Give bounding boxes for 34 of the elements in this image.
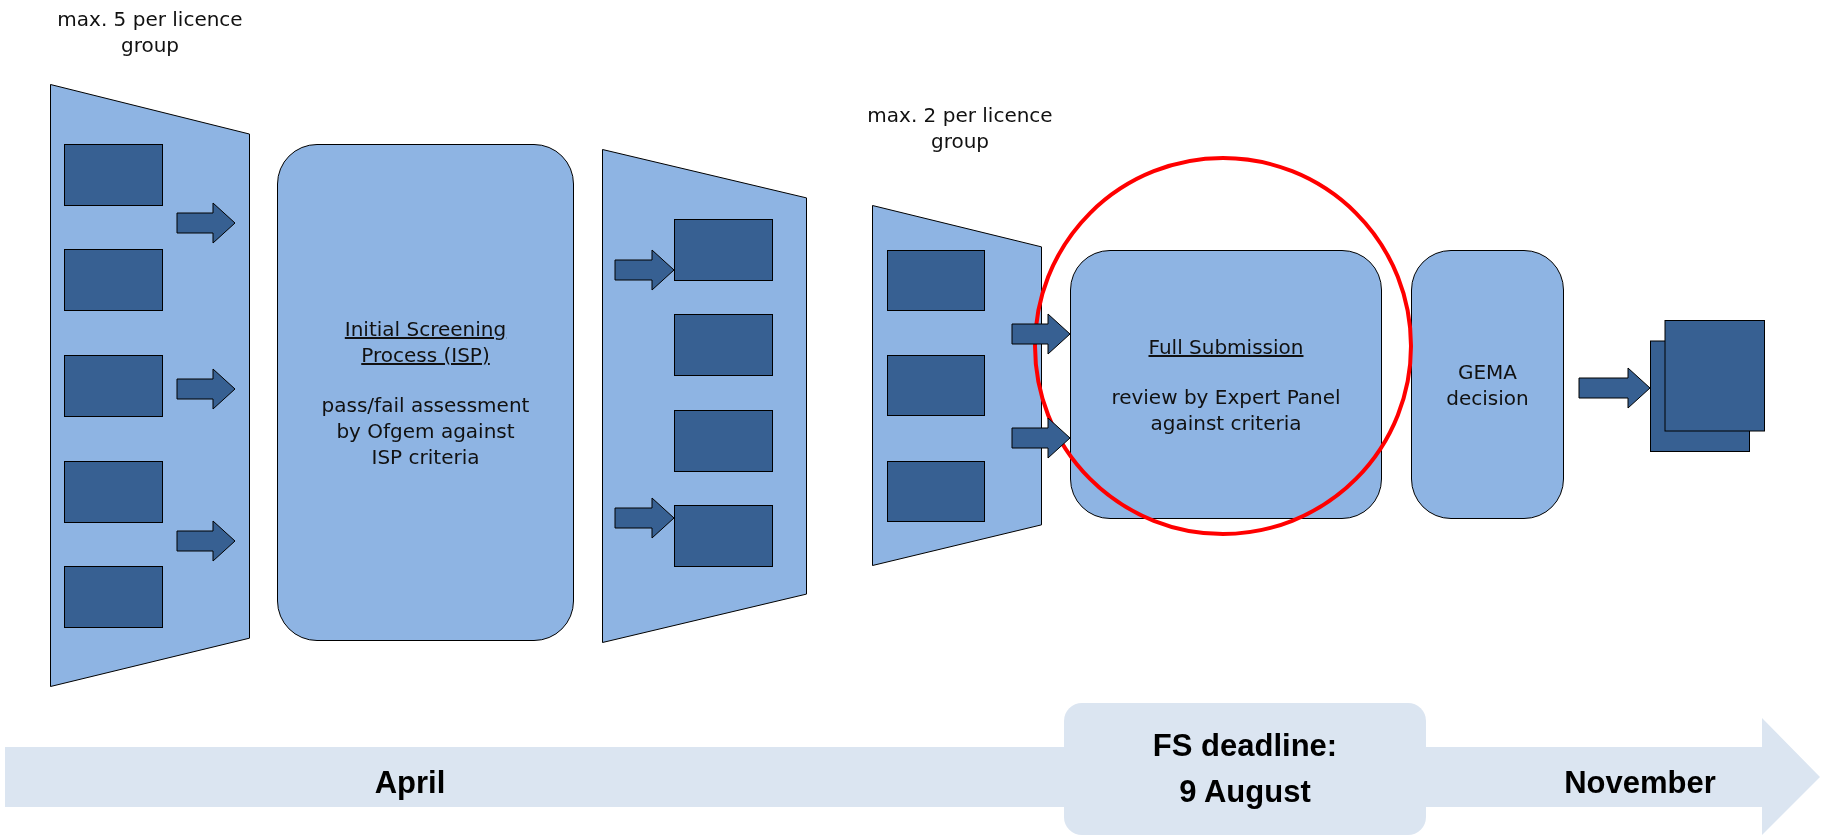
- block-arrow: [1578, 367, 1651, 409]
- process-box: [1070, 250, 1382, 519]
- box: [64, 566, 163, 628]
- process-box: [277, 144, 574, 641]
- box: [64, 249, 163, 311]
- box-text: GEMA decision: [1446, 358, 1529, 411]
- funnel-label: max. 5 per licence group: [56, 6, 244, 58]
- block-arrow: [1011, 417, 1071, 459]
- deadline-box: FS deadline: 9 August: [1064, 703, 1426, 835]
- box-heading: Initial Screening Process (ISP): [343, 315, 508, 368]
- box: [64, 355, 163, 417]
- box: [674, 505, 773, 567]
- block-arrow: [614, 497, 675, 539]
- box: [64, 461, 163, 523]
- block-arrow: [176, 368, 236, 410]
- month-label: April: [373, 764, 447, 802]
- stacked-boxes: [1650, 320, 1765, 452]
- box-text: review by Expert Panel against criteria: [1111, 383, 1341, 436]
- box: [887, 250, 985, 311]
- box: [674, 410, 773, 472]
- funnel-label: max. 2 per licence group: [866, 102, 1054, 154]
- process-box: [1411, 250, 1564, 519]
- box: [674, 314, 773, 376]
- box: [64, 144, 163, 206]
- box-text: pass/fail assessment by Ofgem against ISP criteria: [320, 391, 531, 470]
- block-arrow: [176, 202, 236, 244]
- box: [887, 461, 985, 522]
- block-arrow: [176, 520, 236, 562]
- box: [674, 219, 773, 281]
- block-arrow: [1011, 313, 1071, 355]
- block-arrow: [614, 249, 675, 291]
- box: [887, 355, 985, 416]
- box-heading: Full Submission: [1148, 333, 1304, 360]
- month-label: November: [1563, 764, 1717, 802]
